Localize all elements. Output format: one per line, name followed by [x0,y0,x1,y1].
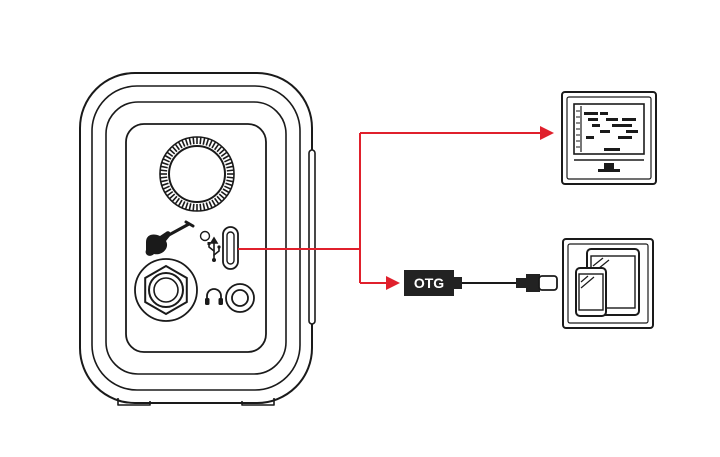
usb-c-cable [462,278,526,288]
device-inner-shell [91,85,301,391]
usb-connection-lines [238,132,542,284]
arrow-to-computer [540,126,554,140]
arrow-to-otg [386,276,400,290]
otg-adapter-label: OTG [414,275,444,291]
otg-adapter: OTG [404,270,462,296]
device-front-panel [125,123,267,353]
usb-icon [207,236,221,262]
side-button [308,149,316,325]
instrument-jack[interactable] [134,258,198,322]
tablet-phone-icon [562,238,654,329]
computer-monitor-icon [561,91,657,185]
device-foot-left [117,398,151,406]
usb-c-plug-icon [526,274,558,292]
led-indicator [199,230,211,242]
usb-c-port[interactable] [222,226,239,270]
device-foot-right [241,398,275,406]
device-outer-shell [79,72,313,404]
gain-knob[interactable] [159,136,235,212]
headphones-icon [205,288,223,305]
guitar-icon [145,220,195,256]
device-bezel [105,101,287,375]
headphone-jack[interactable] [225,283,255,313]
audio-interface-device [79,72,316,406]
